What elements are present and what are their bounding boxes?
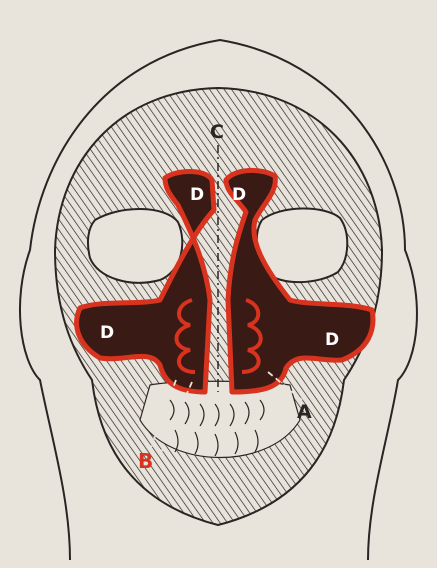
- label-d-right: D: [325, 330, 339, 350]
- label-d-upper-right: D: [232, 185, 246, 205]
- left-orbit: [88, 209, 182, 283]
- label-b: B: [138, 449, 153, 473]
- label-a: A: [297, 401, 312, 423]
- label-d-upper-left: D: [190, 185, 204, 205]
- label-d-left: D: [100, 323, 114, 343]
- label-c: C: [210, 121, 224, 143]
